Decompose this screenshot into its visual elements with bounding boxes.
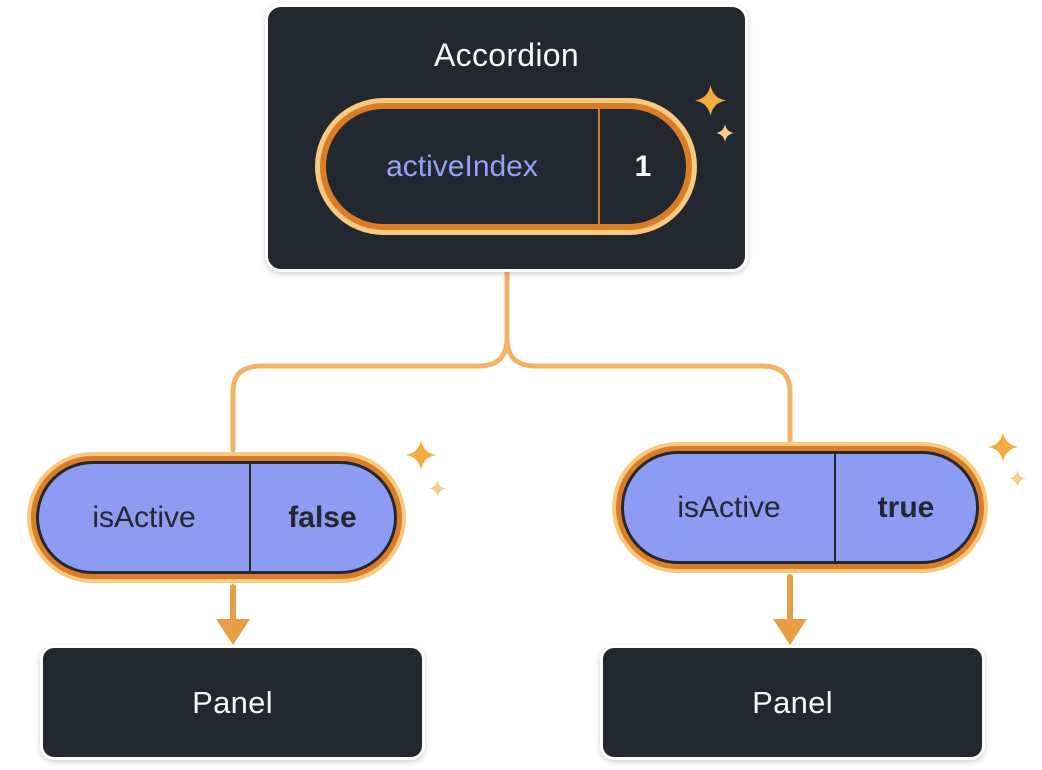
component-title: Accordion — [434, 37, 579, 73]
sparkle-icon — [1009, 470, 1026, 487]
state-name: activeIndex — [386, 149, 538, 183]
tree-connector-right — [504, 335, 793, 443]
pill-divider — [598, 109, 600, 224]
panel-title: Panel — [752, 684, 833, 720]
pill-divider — [834, 454, 836, 561]
sparkle-icon — [988, 432, 1018, 462]
accordion-component-box: Accordion activeIndex 1 — [265, 4, 748, 272]
state-pill: activeIndex 1 — [320, 103, 692, 230]
prop-name: isActive — [92, 500, 196, 534]
pill-divider — [249, 464, 251, 571]
panel-component-box-right: Panel — [600, 645, 985, 760]
prop-pill-left: isActive false — [36, 461, 397, 574]
prop-value: false — [288, 500, 357, 534]
panel-title: Panel — [192, 684, 273, 720]
sparkle-icon — [429, 480, 446, 497]
prop-name: isActive — [677, 490, 781, 524]
sparkle-icon — [406, 440, 436, 470]
prop-arrow-left-head — [216, 619, 250, 645]
state-value: 1 — [634, 149, 652, 183]
prop-value: true — [877, 490, 935, 524]
panel-component-box-left: Panel — [40, 645, 425, 760]
prop-pill-right: isActive true — [621, 451, 979, 564]
tree-connector-left — [230, 270, 510, 453]
prop-arrow-right-head — [773, 619, 807, 645]
